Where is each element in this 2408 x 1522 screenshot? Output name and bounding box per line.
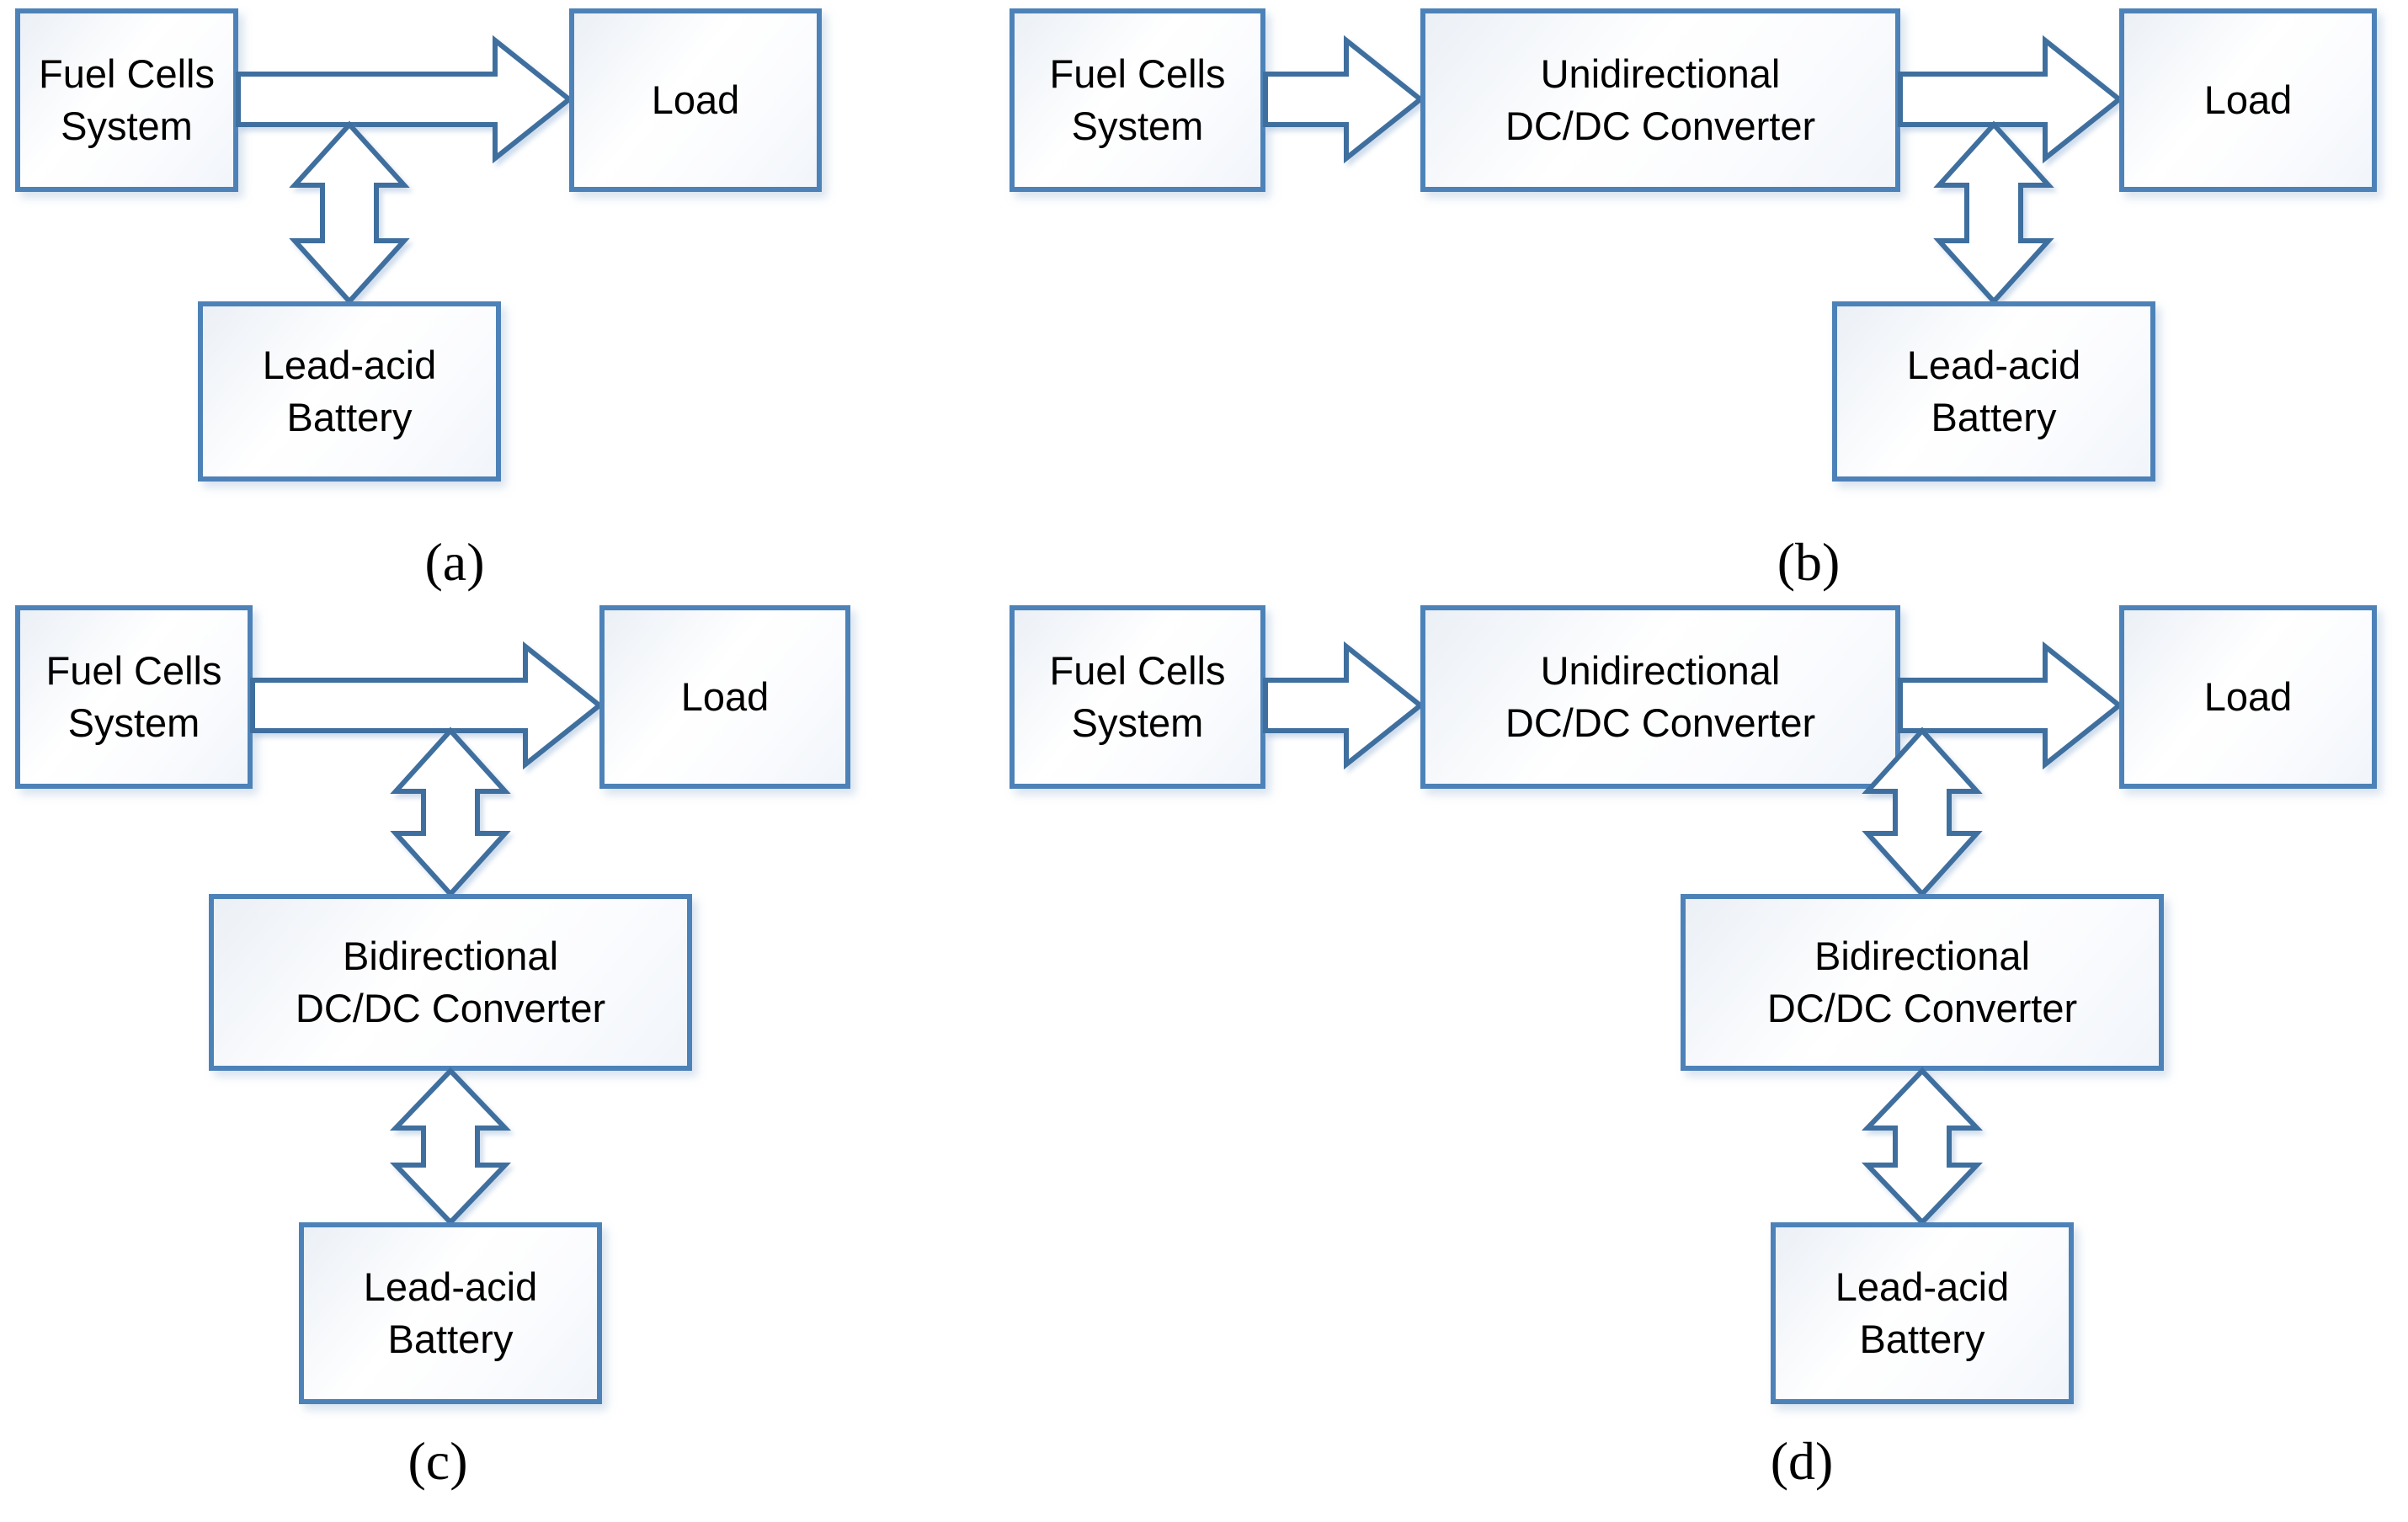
bidirectional-arrow-bus-to-converter-d [1862, 726, 1983, 898]
lead-acid-battery-box-c: Lead-acid Battery [299, 1222, 602, 1404]
lead-acid-battery-box-d: Lead-acid Battery [1771, 1222, 2074, 1404]
caption-a: (a) [424, 532, 485, 592]
lead-acid-battery-label: Lead-acid Battery [1835, 1264, 2010, 1361]
unidirectional-converter-label: Unidirectional DC/DC Converter [1505, 647, 1816, 745]
bidirectional-converter-label: Bidirectional DC/DC Converter [1766, 933, 2078, 1030]
fuel-cells-system-label: Fuel Cells System [45, 647, 222, 745]
bidirectional-arrow-converter-to-battery-d [1861, 1067, 1984, 1227]
load-box-a: Load [569, 8, 822, 192]
caption-c: (c) [408, 1431, 468, 1491]
unidirectional-converter-label: Unidirectional DC/DC Converter [1505, 51, 1816, 148]
load-label: Load [2203, 77, 2293, 122]
load-label: Load [680, 673, 770, 719]
unidirectional-converter-box-b: Unidirectional DC/DC Converter [1420, 8, 1900, 192]
arrow-fuelcells-to-load-a [236, 35, 573, 164]
load-box-b: Load [2119, 8, 2377, 192]
lead-acid-battery-box-b: Lead-acid Battery [1832, 301, 2155, 482]
lead-acid-battery-label: Lead-acid Battery [1906, 342, 2081, 439]
fuel-cells-system-box-a: Fuel Cells System [15, 8, 238, 192]
arrow-converter-to-load-b [1898, 35, 2123, 164]
fuel-cells-system-label: Fuel Cells System [1049, 51, 1226, 148]
bidirectional-arrow-converter-to-battery-c [389, 1067, 512, 1227]
arrow-fuelcells-to-load-c [250, 641, 604, 770]
bidirectional-converter-box-d: Bidirectional DC/DC Converter [1681, 894, 2164, 1071]
caption-d: (d) [1770, 1431, 1834, 1491]
bidirectional-arrow-bus-to-converter-c [390, 726, 511, 898]
lead-acid-battery-box-a: Lead-acid Battery [198, 301, 501, 482]
load-label: Load [2203, 673, 2293, 719]
bidirectional-converter-box-c: Bidirectional DC/DC Converter [209, 894, 692, 1071]
fuel-cells-system-box-c: Fuel Cells System [15, 605, 253, 789]
lead-acid-battery-label: Lead-acid Battery [363, 1264, 538, 1361]
lead-acid-battery-label: Lead-acid Battery [262, 342, 437, 439]
caption-b: (b) [1777, 532, 1841, 592]
load-label: Load [651, 77, 740, 122]
load-box-d: Load [2119, 605, 2377, 789]
fuel-cells-system-box-b: Fuel Cells System [1010, 8, 1265, 192]
bidirectional-arrow-bus-to-battery-b [1933, 120, 2054, 306]
fuel-cells-system-label: Fuel Cells System [1049, 647, 1226, 745]
fuel-cells-system-box-d: Fuel Cells System [1010, 605, 1265, 789]
fuel-cells-system-label: Fuel Cells System [39, 51, 215, 148]
bidirectional-arrow-bus-to-battery-a [289, 120, 410, 306]
bidirectional-converter-label: Bidirectional DC/DC Converter [295, 933, 606, 1030]
unidirectional-converter-box-d: Unidirectional DC/DC Converter [1420, 605, 1900, 789]
arrow-fuelcells-to-converter-d [1263, 641, 1425, 770]
load-box-c: Load [599, 605, 850, 789]
arrow-fuelcells-to-converter-b [1263, 35, 1425, 164]
